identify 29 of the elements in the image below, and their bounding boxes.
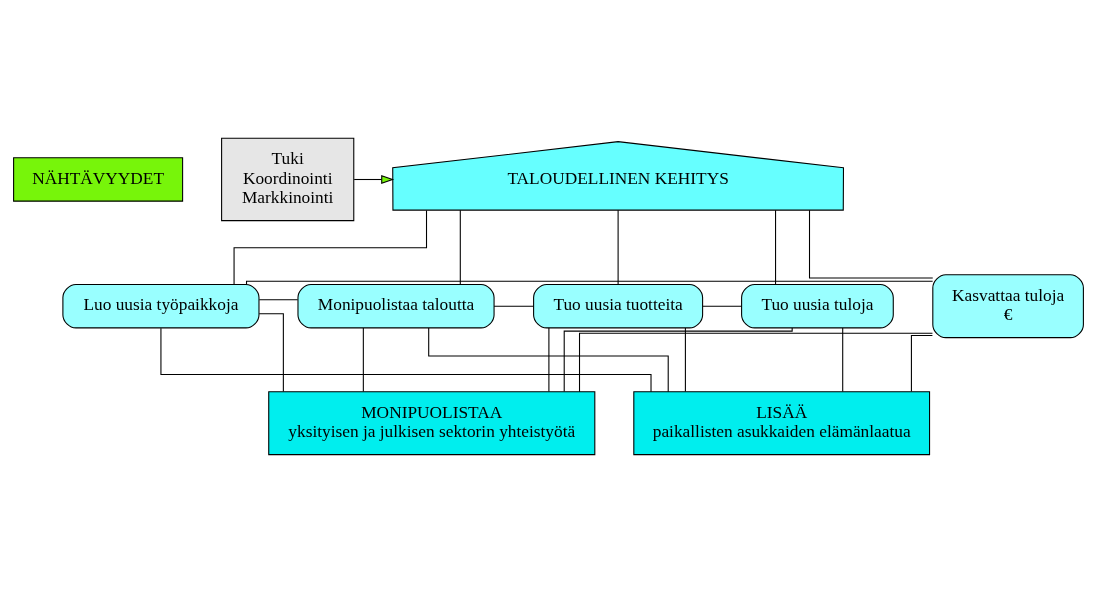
node-box: Monipuolistaa taloutta bbox=[297, 284, 495, 329]
node-box: Luo uusia työpaikkoja bbox=[62, 284, 260, 329]
node-box: MONIPUOLISTAA yksityisen ja julkisen sektorin yhteistyötä bbox=[268, 391, 596, 456]
connector bbox=[702, 305, 742, 307]
connector bbox=[246, 280, 934, 285]
connector bbox=[548, 327, 550, 393]
connector bbox=[428, 327, 669, 393]
connector bbox=[233, 209, 428, 285]
connector bbox=[362, 327, 364, 393]
node-box: LISÄÄ paikallisten asukkaiden elämänlaatua bbox=[633, 391, 931, 456]
node-box: Tuo uusia tuloja bbox=[741, 284, 894, 329]
node-box: Tuo uusia tuotteita bbox=[533, 284, 704, 329]
connector bbox=[842, 327, 844, 393]
connector bbox=[459, 209, 461, 286]
connector bbox=[258, 313, 284, 393]
node-box: Kasvattaa tuloja € bbox=[932, 274, 1084, 339]
connector bbox=[258, 299, 299, 301]
connector bbox=[617, 209, 619, 286]
arrow bbox=[353, 174, 395, 185]
connector bbox=[910, 334, 933, 393]
connector bbox=[808, 209, 934, 279]
connector bbox=[684, 327, 686, 393]
node-box: Tuki Koordinointi Markkinointi bbox=[221, 137, 355, 222]
node-box: NÄHTÄVYYDET bbox=[13, 157, 184, 202]
connector bbox=[160, 327, 652, 393]
connector bbox=[579, 332, 933, 393]
connector bbox=[563, 327, 793, 393]
connector bbox=[493, 305, 534, 307]
connector bbox=[775, 209, 777, 286]
